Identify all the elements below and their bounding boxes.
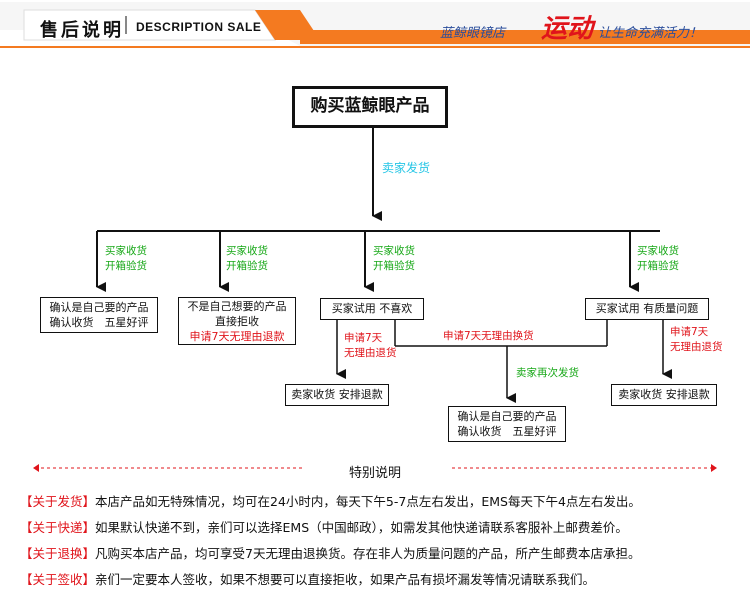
- exchange-label: 申请7天无理由换货: [443, 330, 534, 342]
- branch4-label: 买家收货开箱验货: [637, 245, 679, 272]
- header-banner: 售后说明 DESCRIPTION SALE 蓝鲸眼镜店 运动 让生命充满活力！: [0, 0, 750, 58]
- note-signing: 【关于签收】亲们一定要本人签收，如果不想要可以直接拒收，如果产品有损坏漏发等情况…: [20, 567, 740, 593]
- box-trial-dislike: 买家试用 不喜欢: [320, 298, 424, 320]
- box-reject: 不是自己想要的产品直接拒收 申请7天无理由退款: [178, 297, 296, 345]
- note-text: 本店产品如无特殊情况，均可在24小时内，每天下午5-7点左右发出，EMS每天下午…: [95, 494, 641, 509]
- refund-label-right: 申请7天无理由退货: [670, 326, 723, 353]
- note-text: 如果默认快递不到，亲们可以选择EMS（中国邮政），如需发其他快递请联系客服补上邮…: [95, 520, 628, 535]
- special-notes-title: 特别说明: [348, 466, 401, 481]
- note-shipping: 【关于发货】本店产品如无特殊情况，均可在24小时内，每天下午5-7点左右发出，E…: [20, 489, 740, 515]
- header-slogan: 让生命充满活力！: [598, 26, 703, 41]
- branch1-label: 买家收货开箱验货: [105, 245, 147, 272]
- note-returns: 【关于退换】凡购买本店产品，均可享受7天无理由退换货。存在非人为质量问题的产品，…: [20, 541, 740, 567]
- note-tag: 【关于退换】: [20, 546, 96, 561]
- note-text: 亲们一定要本人签收，如果不想要可以直接拒收，如果产品有损坏漏发等情况请联系我们。: [95, 572, 596, 587]
- box-refund-left: 卖家收货 安排退款: [285, 384, 389, 406]
- header-background: [0, 2, 750, 48]
- note-express: 【关于快递】如果默认快递不到，亲们可以选择EMS（中国邮政），如需发其他快递请联…: [20, 515, 740, 541]
- note-tag: 【关于发货】: [20, 494, 96, 509]
- note-tag: 【关于快递】: [20, 520, 96, 535]
- box-trial-quality-issue: 买家试用 有质量问题: [585, 298, 709, 320]
- main-product-node: 购买蓝鲸眼产品: [292, 86, 448, 128]
- special-notes-list: 【关于发货】本店产品如无特殊情况，均可在24小时内，每天下午5-7点左右发出，E…: [20, 489, 740, 593]
- note-text: 凡购买本店产品，均可享受7天无理由退换货。存在非人为质量问题的产品，所产生邮费本…: [95, 546, 641, 561]
- header-title-en: DESCRIPTION SALE: [136, 20, 262, 34]
- header-title-cn: 售后说明: [40, 20, 124, 41]
- header-store-name: 蓝鲸眼镜店: [440, 26, 506, 41]
- ship-label: 卖家发货: [382, 161, 431, 175]
- header-brand-word: 运动: [541, 14, 594, 44]
- reship-label: 卖家再次发货: [516, 367, 579, 379]
- branch3-label: 买家收货开箱验货: [373, 245, 415, 272]
- box-refund-right: 卖家收货 安排退款: [611, 384, 717, 406]
- branch2-label: 买家收货开箱验货: [226, 245, 268, 272]
- refund-label-left: 申请7天无理由退货: [344, 332, 397, 359]
- box-confirm-receipt-2: 确认是自己要的产品确认收货 五星好评: [448, 406, 566, 442]
- note-tag: 【关于签收】: [20, 572, 96, 587]
- box-confirm-receipt: 确认是自己要的产品确认收货 五星好评: [40, 297, 158, 333]
